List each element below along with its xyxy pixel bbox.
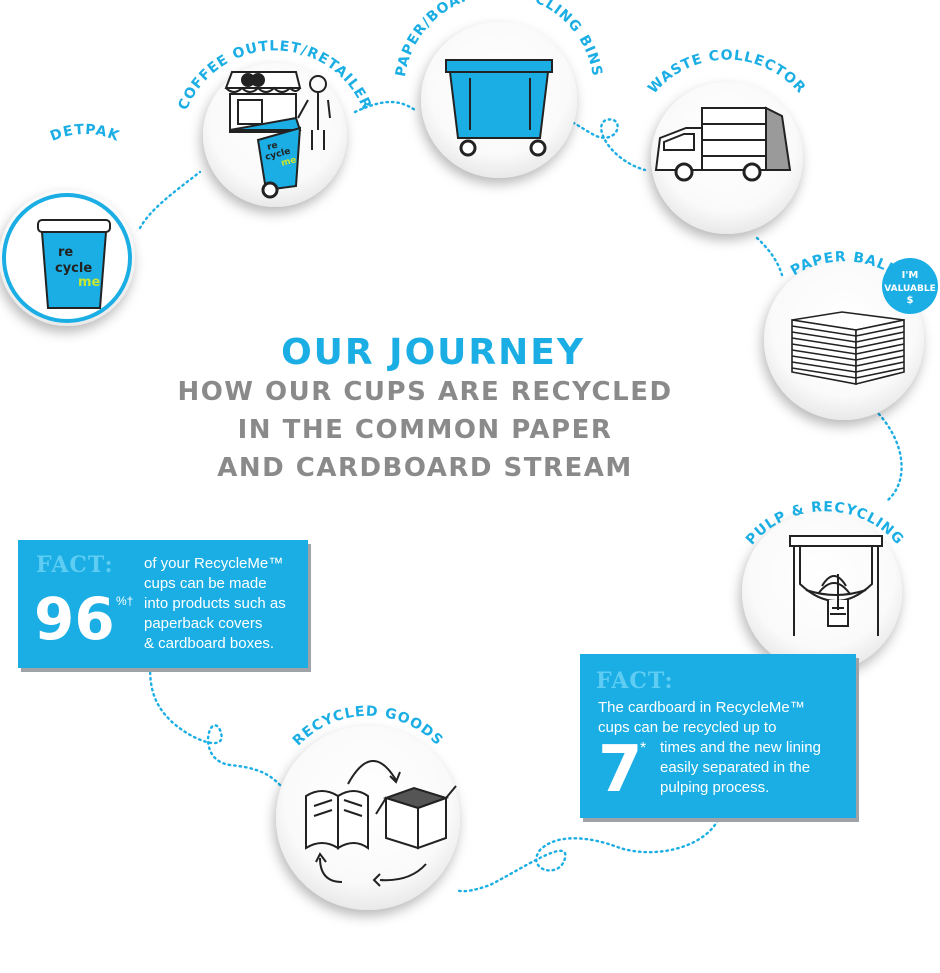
garbage-truck-icon [654, 106, 792, 182]
subtitle-line: HOW OUR CUPS ARE RECYCLED [177, 377, 672, 407]
cup-logo-line: re [58, 245, 73, 260]
paper-bale-icon [791, 311, 905, 386]
fact-line: paperback covers [144, 615, 263, 632]
recycling-bin-icon [445, 59, 553, 157]
fact-box-recycle-times: FACT: The cardboard in RecycleMe™ cups c… [580, 654, 856, 818]
fact-line: of your RecycleMe™ [144, 555, 284, 572]
bin-logo-line: re [266, 141, 279, 153]
fact-superscript: %† [116, 594, 134, 608]
fact-title-colon: : [664, 668, 674, 694]
stage-coffee-outlet: COFFEE OUTLET/RETAILER re cycle me [175, 38, 374, 207]
fact-line: times and the new lining [660, 739, 821, 756]
cup-logo-line: cycle [55, 261, 92, 276]
stage-detpak: DETPAK re cycle me [0, 122, 135, 326]
stage-label: DETPAK [48, 122, 121, 145]
stage-waste-collector: WASTE COLLECTOR [645, 48, 808, 234]
badge-line: I'M [902, 270, 919, 281]
pulper-icon [789, 535, 883, 636]
recycling-bin-icon: re cycle me [229, 116, 302, 199]
fact-title: FACT: [596, 668, 674, 694]
dotted-journey-path [138, 100, 903, 893]
svg-text:DETPAK: DETPAK [48, 122, 122, 145]
page-title: OUR JOURNEY [281, 332, 585, 373]
fact-line: pulping process. [660, 779, 770, 796]
fact-line: & cardboard boxes. [144, 635, 275, 652]
fact-line: cups can be recycled up to [598, 719, 777, 736]
valuable-badge: I'M VALUABLE $ [882, 258, 938, 314]
stage-recycling-bins: PAPER/BOARD RECYCLING BINS [393, 0, 604, 178]
fact-text: of your RecycleMe™ cups can be made into… [144, 554, 304, 654]
subtitle-line: AND CARDBOARD STREAM [217, 453, 633, 483]
cup-logo-line: me [78, 275, 101, 290]
fact-text: times and the new lining easily separate… [660, 738, 850, 798]
fact-number: 7 [598, 733, 643, 807]
badge-line: $ [907, 295, 914, 306]
fact-number: 96 [34, 585, 115, 653]
fact-intro: The cardboard in RecycleMe™ cups can be … [598, 698, 848, 738]
fact-line: into products such as [144, 595, 286, 612]
fact-box-recyclable: FACT: 96 %† of your RecycleMe™ cups can … [18, 540, 308, 668]
bin-logo-line: me [280, 155, 298, 169]
fact-line: The cardboard in RecycleMe™ [598, 699, 805, 716]
fact-title: FACT: [36, 552, 114, 578]
fact-superscript: * [640, 740, 647, 757]
recycled-goods-icon [305, 760, 457, 887]
fact-line: easily separated in the [660, 759, 811, 776]
stage-paper-bale: PAPER BALE I'M VALUABLE $ [764, 249, 938, 420]
subtitle: HOW OUR CUPS ARE RECYCLED IN THE COMMON … [177, 377, 672, 483]
subtitle-line: IN THE COMMON PAPER [238, 415, 613, 445]
fact-line: cups can be made [144, 575, 267, 592]
badge-line: VALUABLE [884, 284, 935, 294]
stage-pulp-recycling: PULP & RECYCLING [742, 499, 906, 672]
fact-title-colon: : [104, 552, 114, 578]
coffee-cup-icon: re cycle me [37, 219, 111, 309]
stage-recycled-goods: RECYCLED GOODS [276, 704, 460, 910]
